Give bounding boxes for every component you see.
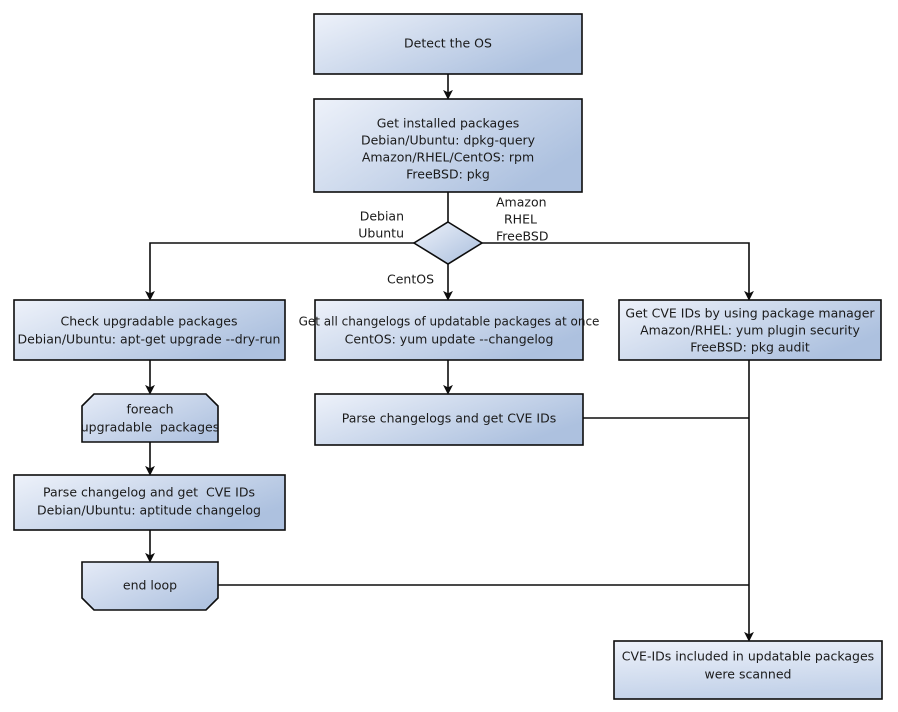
node-check-upgradable-packages-shape[interactable] xyxy=(13,299,286,361)
node-parse-changelog-get-cve-ids-line-1: Debian/Ubuntu: aptitude changelog xyxy=(37,503,261,518)
node-parse-changelog-get-cve-ids-shape[interactable] xyxy=(13,474,286,531)
node-end-loop-line-0: end loop xyxy=(123,578,177,593)
edge-label-amazon-rhel-freebsd-line-1: RHEL xyxy=(504,212,537,227)
node-parse-changelogs-get-cve-ids[interactable]: Parse changelogs and get CVE IDs xyxy=(314,393,584,446)
node-foreach-upgradable-packages-line-1: upgradable packages xyxy=(81,420,220,435)
node-get-cve-ids-package-manager-line-1: Amazon/RHEL: yum plugin security xyxy=(640,323,860,338)
edge-label-debian-ubuntu: Debian Ubuntu xyxy=(358,209,404,241)
node-os-decision-shape[interactable] xyxy=(412,221,484,265)
node-get-cve-ids-package-manager-line-2: FreeBSD: pkg audit xyxy=(690,340,810,355)
edge-label-debian-ubuntu-line-1: Ubuntu xyxy=(358,226,404,241)
node-parse-changelogs-get-cve-ids-line-0: Parse changelogs and get CVE IDs xyxy=(342,411,556,426)
edge-label-amazon-rhel-freebsd-line-0: Amazon xyxy=(496,195,547,210)
node-get-installed-packages-line-1: Debian/Ubuntu: dpkg-query xyxy=(361,133,536,148)
node-get-all-changelogs-shape[interactable] xyxy=(314,299,584,361)
node-foreach-upgradable-packages[interactable]: foreach upgradable packages xyxy=(81,393,220,443)
node-end-loop-shape[interactable] xyxy=(81,561,219,611)
node-get-cve-ids-package-manager-shape[interactable] xyxy=(618,299,882,361)
node-get-installed-packages[interactable]: Get installed packages Debian/Ubuntu: dp… xyxy=(313,98,583,193)
node-foreach-upgradable-packages-line-0: foreach xyxy=(126,402,173,417)
node-get-installed-packages-line-0: Get installed packages xyxy=(377,116,520,131)
node-get-installed-packages-shape[interactable] xyxy=(313,98,583,193)
edge-decision-right-to-get-cve-ids xyxy=(482,242,754,301)
node-end-loop[interactable]: end loop xyxy=(81,561,219,611)
node-get-installed-packages-line-3: FreeBSD: pkg xyxy=(406,167,490,182)
node-get-cve-ids-package-manager[interactable]: Get CVE IDs by using package manager Ama… xyxy=(618,299,882,361)
node-cve-ids-scanned-line-1: were scanned xyxy=(705,667,792,682)
node-parse-changelog-get-cve-ids-line-0: Parse changelog and get CVE IDs xyxy=(43,485,255,500)
node-get-cve-ids-package-manager-line-0: Get CVE IDs by using package manager xyxy=(625,306,875,321)
node-cve-ids-scanned-line-0: CVE-IDs included in updatable packages xyxy=(622,649,874,664)
node-parse-changelogs-get-cve-ids-shape[interactable] xyxy=(314,393,584,446)
node-detect-os-line-0: Detect the OS xyxy=(404,36,492,51)
node-cve-ids-scanned-shape[interactable] xyxy=(613,640,883,700)
node-parse-changelog-get-cve-ids[interactable]: Parse changelog and get CVE IDs Debian/U… xyxy=(13,474,286,531)
edge-label-debian-ubuntu-line-0: Debian xyxy=(360,209,404,224)
edge-label-centos-line-0: CentOS xyxy=(387,272,434,287)
node-get-all-changelogs-line-1: CentOS: yum update --changelog xyxy=(345,332,554,347)
node-get-all-changelogs[interactable]: Get all changelogs of updatable packages… xyxy=(299,299,600,361)
edge-label-amazon-rhel-freebsd: Amazon RHEL FreeBSD xyxy=(496,195,548,244)
node-detect-os-shape[interactable] xyxy=(313,13,583,75)
node-os-decision[interactable] xyxy=(412,221,484,265)
node-check-upgradable-packages-line-1: Debian/Ubuntu: apt-get upgrade --dry-run xyxy=(18,332,281,347)
edge-label-amazon-rhel-freebsd-line-2: FreeBSD xyxy=(496,229,548,244)
node-get-all-changelogs-line-0: Get all changelogs of updatable packages… xyxy=(299,315,600,329)
node-check-upgradable-packages[interactable]: Check upgradable packages Debian/Ubuntu:… xyxy=(13,299,286,361)
node-foreach-upgradable-packages-shape[interactable] xyxy=(81,393,219,443)
edge-label-centos: CentOS xyxy=(387,272,434,287)
edge-decision-left-to-check-upgradable xyxy=(145,242,414,301)
node-detect-os[interactable]: Detect the OS xyxy=(313,13,583,75)
connector-layer xyxy=(145,74,754,642)
node-get-installed-packages-line-2: Amazon/RHEL/CentOS: rpm xyxy=(362,150,534,165)
node-check-upgradable-packages-line-0: Check upgradable packages xyxy=(61,314,238,329)
node-cve-ids-scanned[interactable]: CVE-IDs included in updatable packages w… xyxy=(613,640,883,700)
